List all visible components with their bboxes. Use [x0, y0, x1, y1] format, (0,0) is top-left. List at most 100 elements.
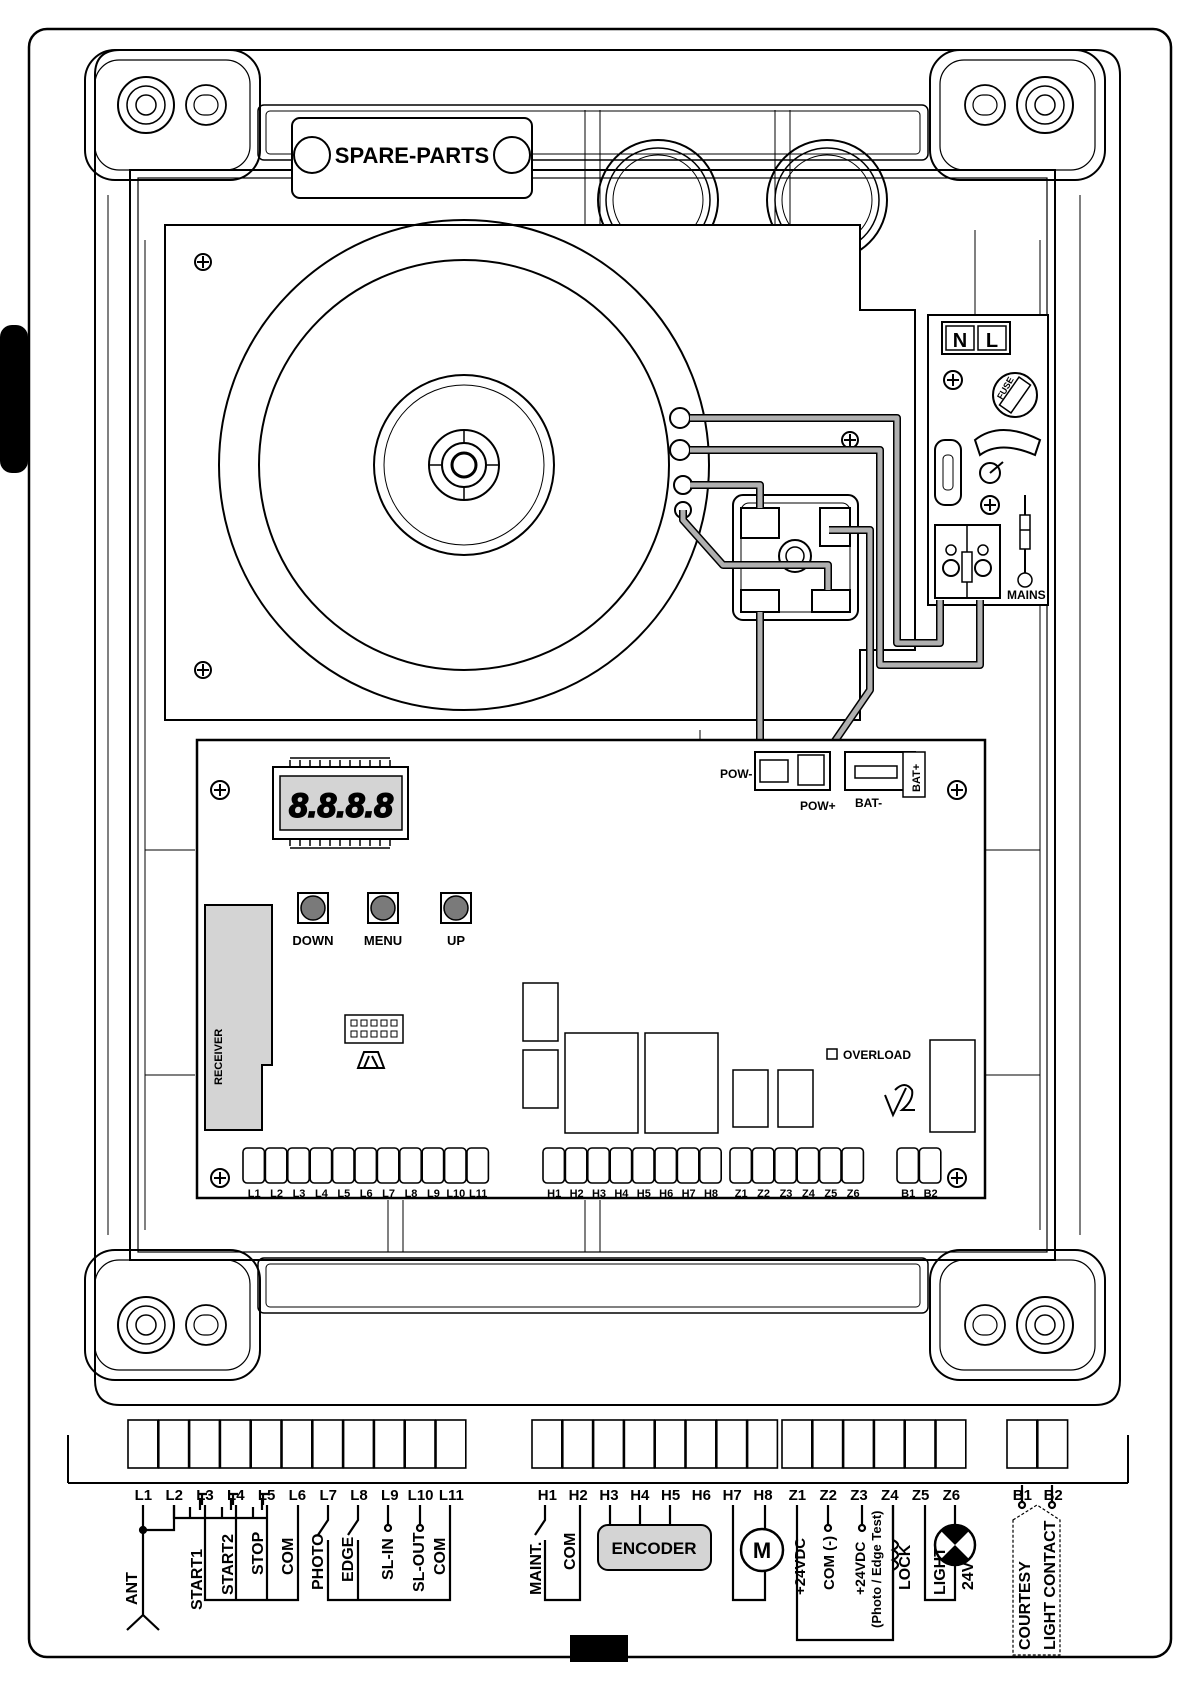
down-label: DOWN [292, 933, 333, 948]
com-l6-label: COM [280, 1538, 297, 1575]
terminal-label-h4: H4 [614, 1188, 629, 1200]
l-terminal-label: L [986, 330, 998, 352]
terminal-label-h3: H3 [599, 1487, 618, 1504]
terminal-label-l11: L11 [439, 1487, 464, 1504]
menu-button[interactable]: MENU [364, 892, 402, 948]
ant-label: ANT [124, 1572, 141, 1605]
com-l11-label: COM [432, 1538, 449, 1575]
maint-label: MAINT. [528, 1542, 545, 1595]
terminal-label-l6: L6 [360, 1188, 373, 1200]
v24-label: 24V [960, 1561, 977, 1590]
receiver-label: RECEIVER [213, 1029, 225, 1085]
com-h2-label: COM [562, 1533, 579, 1570]
terminal-l11 [466, 1147, 490, 1184]
up-button[interactable]: UP [440, 892, 472, 948]
terminal-label-l8: L8 [350, 1487, 368, 1504]
encoder-label: ENCODER [611, 1539, 696, 1558]
terminal-z6 [841, 1147, 865, 1184]
terminal-label-l6: L6 [289, 1487, 307, 1504]
plus24vdc-label: +24VDC [792, 1538, 809, 1595]
terminal-z4 [796, 1147, 820, 1184]
brand-logo [884, 1084, 915, 1118]
start1-label: START1 [189, 1549, 206, 1610]
terminal-h6 [685, 1419, 717, 1469]
terminal-b1 [1006, 1419, 1038, 1469]
terminal-l2 [158, 1419, 190, 1469]
terminal-label-z4: Z4 [881, 1487, 899, 1504]
down-button[interactable]: DOWN [292, 892, 334, 948]
terminal-l8 [398, 1147, 422, 1184]
terminal-z1 [781, 1419, 813, 1469]
terminal-label-h8: H8 [753, 1487, 772, 1504]
terminal-label-h3: H3 [592, 1188, 606, 1200]
terminal-z4 [873, 1419, 906, 1469]
terminal-l6 [281, 1419, 313, 1469]
terminal-label-z6: Z6 [943, 1487, 961, 1504]
photo-label: PHOTO [310, 1533, 327, 1590]
terminal-l10 [443, 1147, 467, 1184]
overload-label: OVERLOAD [843, 1048, 911, 1062]
terminal-l4 [219, 1419, 251, 1469]
terminal-label-l1: L1 [135, 1487, 153, 1504]
screw-mains-top [943, 370, 963, 390]
terminal-label-l10: L10 [446, 1188, 465, 1200]
n-terminal-label: N [953, 330, 967, 352]
terminal-h6 [654, 1147, 678, 1184]
motor-label: M [753, 1538, 771, 1563]
screw-bl [194, 661, 212, 679]
photo-edge-test-label: (Photo / Edge Test) [869, 1511, 884, 1628]
screw-board-br [947, 1168, 967, 1188]
terminal-z3 [842, 1419, 875, 1469]
terminal-l3 [286, 1147, 310, 1184]
power-connectors: POW- POW+ BAT- BAT+ [720, 751, 926, 813]
terminal-h4 [623, 1419, 656, 1469]
terminal-h8 [746, 1419, 779, 1469]
terminal-b1 [896, 1147, 920, 1184]
terminal-l10 [404, 1419, 436, 1469]
terminal-label-l2: L2 [270, 1188, 283, 1200]
terminal-label-z5: Z5 [912, 1487, 930, 1504]
lamp-symbol [933, 1523, 977, 1567]
mains-label: MAINS [1007, 588, 1046, 602]
terminal-label-l5: L5 [258, 1487, 276, 1504]
terminal-l11 [435, 1419, 467, 1469]
terminal-label-b2: B2 [924, 1188, 938, 1200]
terminal-h4 [609, 1147, 633, 1184]
terminal-b2 [918, 1147, 942, 1184]
light-label: LIGHT [932, 1547, 949, 1595]
terminal-label-l7: L7 [382, 1188, 395, 1200]
pow-plus-label: POW+ [800, 799, 836, 813]
terminal-l6 [354, 1147, 378, 1184]
terminal-label-b1: B1 [901, 1188, 915, 1200]
screw-tl [194, 253, 212, 271]
terminal-z1 [729, 1147, 753, 1184]
terminal-label-h7: H7 [723, 1487, 742, 1504]
bottom-tab [570, 1635, 628, 1662]
terminal-label-h2: H2 [569, 1487, 588, 1504]
terminal-label-h6: H6 [659, 1188, 673, 1200]
terminal-l5 [250, 1419, 282, 1469]
terminal-label-h7: H7 [682, 1188, 696, 1200]
courtesy-label: COURTESY [1017, 1561, 1034, 1650]
terminal-label-l3: L3 [293, 1188, 306, 1200]
terminal-z2 [751, 1147, 775, 1184]
terminal-label-l8: L8 [405, 1188, 418, 1200]
terminal-h7 [676, 1147, 700, 1184]
pow-minus-label: POW- [720, 767, 752, 781]
board-terminals-b: B1 B2 [896, 1147, 942, 1200]
corner-mount-tr [929, 49, 1106, 181]
terminal-l7 [376, 1147, 400, 1184]
terminal-label-l5: L5 [337, 1188, 350, 1200]
led-display: 8.8.8.8 [272, 757, 409, 849]
terminal-h7 [715, 1419, 748, 1469]
bottom-strip-baseline [67, 1435, 1129, 1484]
terminal-label-l10: L10 [408, 1487, 434, 1504]
terminal-l2 [264, 1147, 288, 1184]
mains-terminal-block: N L FUSE MAINS [927, 314, 1049, 606]
terminal-h1 [542, 1147, 566, 1184]
encoder-box [597, 1524, 712, 1571]
